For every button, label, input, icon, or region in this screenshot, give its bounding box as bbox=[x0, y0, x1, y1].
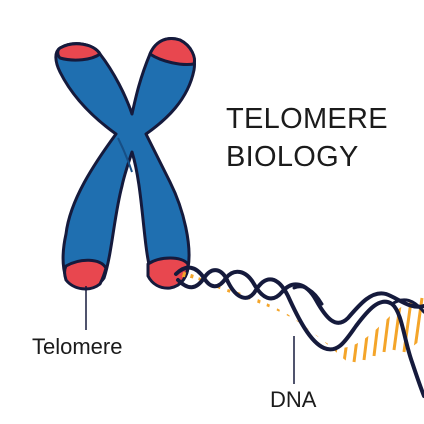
chromosome bbox=[54, 37, 196, 289]
title-line-2: BIOLOGY bbox=[226, 141, 359, 173]
telomere-cap-bottom-left bbox=[63, 258, 108, 291]
chromosome-arm-left bbox=[54, 37, 196, 289]
dna-label: DNA bbox=[270, 387, 317, 412]
dna-helix bbox=[174, 265, 424, 398]
telomere-cap-top-right bbox=[148, 37, 196, 66]
dna-strand-a bbox=[174, 265, 424, 325]
chromosome-centromere-line bbox=[117, 137, 133, 173]
dna-strand-c bbox=[292, 285, 424, 314]
title-line-1: TELOMERE bbox=[226, 103, 388, 135]
diagram-title: TELOMERE BIOLOGY bbox=[226, 100, 388, 176]
telomere-label: Telomere bbox=[32, 334, 123, 359]
telomere-cap-top-left bbox=[56, 42, 102, 62]
dna-rungs bbox=[180, 271, 424, 363]
dna-strand-b bbox=[176, 268, 424, 398]
